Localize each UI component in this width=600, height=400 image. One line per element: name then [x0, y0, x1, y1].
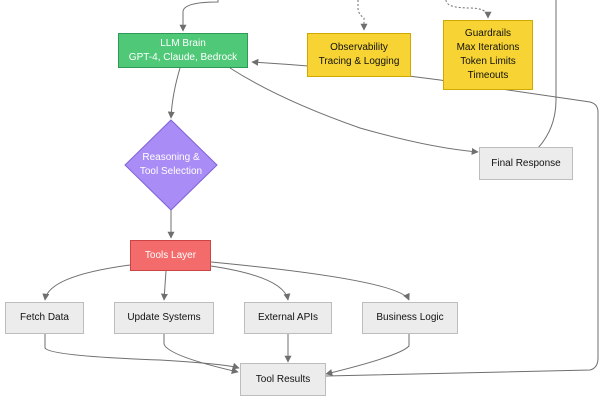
external-apis-label: External APIs [257, 312, 319, 323]
edge-update-systems-to-results [163, 334, 239, 375]
reasoning-node[interactable]: Reasoning & Tool Selection [125, 120, 217, 210]
business-logic-label: Business Logic [376, 312, 444, 323]
reasoning-line1: Reasoning & [142, 152, 200, 163]
tool-results-label: Tool Results [255, 373, 311, 385]
guardrails-token-limits: Token Limits [460, 56, 516, 67]
edge-llm-to-reasoning [167, 67, 181, 119]
guardrails-max-iterations: Max Iterations [456, 42, 520, 53]
observability-node[interactable]: Observability Tracing & Logging [307, 33, 411, 77]
business-logic-node[interactable]: Business Logic [362, 302, 458, 334]
llm-brain-models: GPT-4, Claude, Bedrock [128, 51, 238, 63]
edge-llm-to-final-response [229, 67, 479, 155]
observability-subtitle: Tracing & Logging [318, 56, 400, 67]
fetch-data-label: Fetch Data [20, 312, 69, 323]
guardrails-node[interactable]: Guardrails Max Iterations Token Limits T… [443, 20, 533, 90]
observability-title: Observability [330, 42, 388, 53]
guardrails-timeouts: Timeouts [467, 70, 509, 81]
external-apis-node[interactable]: External APIs [244, 302, 332, 334]
tools-layer-label: Tools Layer [144, 249, 197, 261]
final-response-label: Final Response [491, 157, 561, 169]
edge-tools-to-external-apis [210, 265, 291, 301]
edge-business-logic-to-results [325, 334, 410, 376]
guardrails-title: Guardrails [464, 28, 512, 39]
edge-tools-to-fetch-data [42, 264, 131, 301]
fetch-data-node[interactable]: Fetch Data [5, 302, 84, 334]
edge-dotted-to-observability [357, 0, 368, 31]
edge-tools-to-update-systems [160, 270, 168, 301]
reasoning-diamond-shape [124, 119, 218, 211]
edge-input-to-llm-brain [179, 0, 219, 32]
edge-dotted-to-guardrails [445, 0, 492, 19]
update-systems-node[interactable]: Update Systems [114, 302, 214, 334]
tools-layer-node[interactable]: Tools Layer [130, 240, 211, 271]
update-systems-label: Update Systems [127, 312, 201, 323]
edge-tools-to-business-logic [210, 261, 410, 301]
final-response-node[interactable]: Final Response [479, 147, 573, 180]
tool-results-node[interactable]: Tool Results [240, 363, 326, 396]
reasoning-line2: Tool Selection [139, 166, 203, 177]
edge-final-response-loop [537, 0, 557, 149]
llm-brain-node[interactable]: LLM Brain GPT-4, Claude, Bedrock [118, 33, 248, 68]
llm-brain-title: LLM Brain [160, 37, 206, 49]
edge-fetch-data-to-results [44, 334, 240, 370]
